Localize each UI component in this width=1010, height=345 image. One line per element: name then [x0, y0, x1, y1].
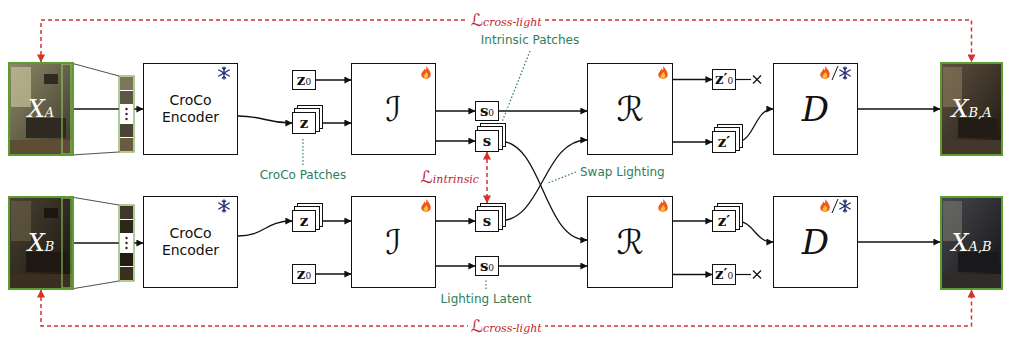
node-text: s0: [480, 104, 494, 119]
frozen-icon: [219, 67, 229, 79]
discard-mark: [736, 76, 761, 84]
node-text: ℛ: [616, 225, 643, 259]
node-text: z′: [718, 135, 730, 150]
node-text: CroCo Encoder: [144, 92, 237, 127]
latent-token: s0: [475, 256, 499, 276]
loss-label: ℒcross-light: [468, 317, 545, 336]
flow-arrow: [673, 141, 712, 142]
loss-label: ℒintrinsic: [418, 168, 482, 187]
node-text: D: [802, 225, 829, 259]
node-text: XB,A: [951, 97, 991, 121]
node-text: s: [483, 214, 491, 229]
latent-token: z′0: [712, 69, 736, 90]
node-text: ℐ: [386, 225, 402, 259]
node-text: s0: [480, 259, 494, 274]
flow-arrow: [316, 122, 351, 123]
flow-arrow: [499, 141, 587, 240]
node-text: XA,B: [951, 231, 991, 255]
trainable-icon: [658, 199, 667, 212]
node-text: z: [300, 214, 309, 229]
node-text: z′: [718, 214, 730, 229]
node-text: z′0: [715, 267, 733, 282]
node-text: s: [483, 134, 491, 149]
trainable-icon: [421, 199, 430, 212]
patch-stack: s: [475, 130, 499, 152]
latent-token: z0: [292, 264, 316, 284]
patch-stack: z′: [712, 131, 736, 153]
node-text: D: [802, 92, 829, 126]
patch-stack: z′: [712, 210, 736, 232]
patch-stack: z: [292, 210, 316, 232]
node-text: z′0: [715, 72, 733, 87]
latent-token: z′0: [712, 264, 736, 285]
slash-mark: [832, 199, 838, 213]
network-block: ℛ: [587, 63, 673, 155]
node-text: ℐ: [386, 92, 402, 126]
node-text: z0: [297, 267, 311, 282]
flow-arrow: [673, 274, 712, 275]
flow-arrow: [858, 241, 940, 242]
flow-arrow: [673, 79, 712, 80]
latent-token: s0: [475, 101, 499, 121]
slash-mark: [832, 66, 838, 80]
flow-arrow: [436, 220, 475, 221]
input-image: XB: [8, 196, 74, 290]
node-text: ℛ: [616, 92, 643, 126]
node-text: XB: [28, 231, 55, 255]
loss-label: ℒcross-light: [468, 11, 545, 30]
room-photo: [8, 62, 74, 156]
decoder-block: D: [773, 196, 858, 288]
flow-arrow: [673, 220, 712, 221]
node-text: z0: [297, 73, 311, 88]
room-photo: [8, 196, 74, 290]
trainable-icon: [820, 66, 829, 79]
callout-label: Swap Lighting: [580, 165, 665, 179]
flow-arrow: [238, 221, 292, 236]
flow-arrow: [436, 265, 475, 266]
room-photo: [940, 62, 1003, 156]
trainable-icon: [658, 66, 667, 79]
frozen-icon: [219, 200, 229, 212]
flow-arrow: [736, 221, 773, 242]
output-image: XB,A: [940, 62, 1003, 156]
output-image: XA,B: [940, 196, 1003, 290]
encoder-block: CroCo Encoder: [143, 63, 238, 155]
node-text: XA: [28, 97, 54, 121]
flow-arrow: [436, 140, 475, 141]
frozen-icon: [840, 67, 850, 79]
flow-arrow: [238, 116, 292, 123]
patch-stack: s: [475, 210, 499, 232]
latent-token: z0: [292, 70, 316, 90]
flow-arrow: [736, 109, 773, 142]
input-image: XA: [8, 62, 74, 156]
flow-arrow: [499, 110, 587, 111]
patch-stack: z: [292, 112, 316, 134]
network-block: ℛ: [587, 196, 673, 288]
trainable-icon: [820, 199, 829, 212]
flow-arrow: [316, 273, 351, 274]
flow-arrow: [499, 265, 587, 266]
loss-connector: [486, 152, 488, 203]
flow-arrow: [316, 220, 351, 221]
discard-mark: [736, 271, 761, 279]
trainable-icon: [421, 66, 430, 79]
frozen-icon: [840, 200, 850, 212]
callout-label: CroCo Patches: [260, 168, 347, 182]
flow-arrow: [858, 108, 940, 109]
network-block: ℐ: [351, 63, 436, 155]
node-text: CroCo Encoder: [144, 225, 237, 260]
callout-label: Lighting Latent: [441, 292, 532, 306]
callout-label: Intrinsic Patches: [481, 33, 579, 47]
flow-arrow: [316, 79, 351, 80]
encoder-block: CroCo Encoder: [143, 196, 238, 288]
flow-arrow: [499, 140, 587, 221]
room-photo: [940, 196, 1003, 290]
flow-arrow: [436, 110, 475, 111]
decoder-block: D: [773, 63, 858, 155]
node-text: z: [300, 116, 309, 131]
network-block: ℐ: [351, 196, 436, 288]
